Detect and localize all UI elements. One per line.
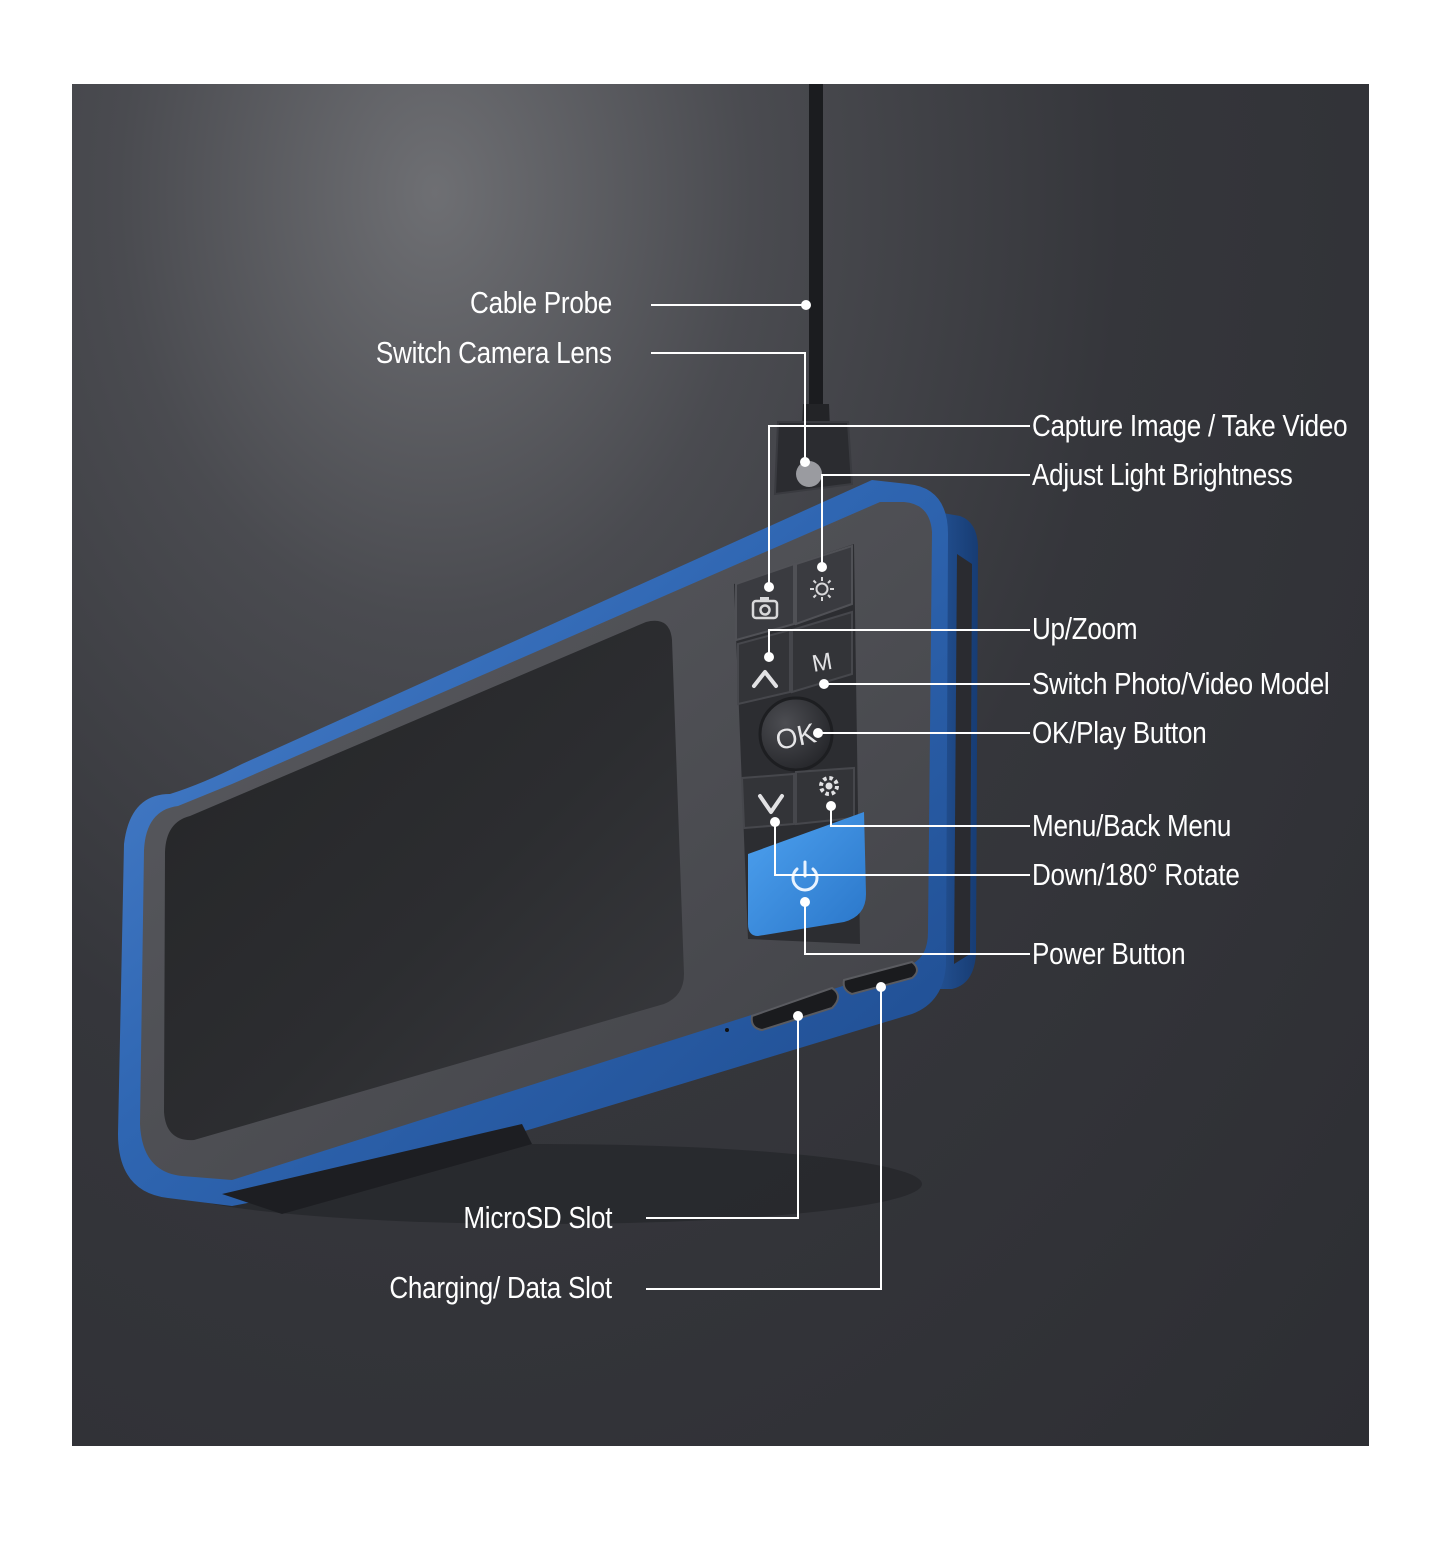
leader-brightness <box>821 474 1030 567</box>
sun-icon <box>810 577 834 601</box>
brightness-button[interactable] <box>795 544 853 626</box>
label-charging-data-slot: Charging/ Data Slot <box>389 1270 613 1305</box>
up-chevron-icon <box>752 670 778 688</box>
down-chevron-icon <box>758 794 784 814</box>
switch-lens-knob[interactable] <box>796 461 822 487</box>
leader-capture <box>768 425 1030 587</box>
display-screen <box>164 620 684 1141</box>
label-ok-play-button: OK/Play Button <box>1032 715 1207 750</box>
label-cable-probe: Cable Probe <box>470 285 612 320</box>
charging-data-slot[interactable] <box>842 960 918 996</box>
label-switch-camera-lens: Switch Camera Lens <box>376 335 612 370</box>
cable-probe-wire <box>809 84 823 429</box>
down-rotate-button[interactable] <box>740 772 795 830</box>
device-side-dark-edge <box>954 554 972 964</box>
status-pinhole <box>725 1028 729 1032</box>
leader-power <box>804 902 1030 955</box>
leader-menu <box>830 806 1030 827</box>
label-down-180-rotate: Down/180° Rotate <box>1032 857 1240 892</box>
device-diagram: M OK <box>118 84 1030 1290</box>
microsd-slot[interactable] <box>750 986 839 1032</box>
leader-lines <box>646 304 1030 1290</box>
label-power-button: Power Button <box>1032 936 1186 971</box>
leader-dots <box>764 300 886 1021</box>
diagram-panel: M OK <box>72 84 1369 1446</box>
leader-charging <box>646 987 882 1290</box>
label-adjust-light-brightness: Adjust Light Brightness <box>1032 457 1293 492</box>
label-menu-back-menu: Menu/Back Menu <box>1032 808 1232 843</box>
mode-m-text: M <box>810 648 834 678</box>
label-up-zoom: Up/Zoom <box>1032 611 1138 646</box>
gear-icon <box>819 776 839 796</box>
leader-up-zoom <box>768 629 1030 657</box>
label-capture-image-take-video: Capture Image / Take Video <box>1032 408 1348 443</box>
device-bottom-grip <box>222 1124 532 1214</box>
header-cut-off <box>0 0 1439 12</box>
leader-down <box>774 822 1030 876</box>
label-switch-photo-video-model: Switch Photo/Video Model <box>1032 666 1330 701</box>
mode-button[interactable] <box>791 610 853 694</box>
up-zoom-button[interactable] <box>737 628 791 706</box>
label-microsd-slot: MicroSD Slot <box>463 1200 612 1235</box>
leader-microsd <box>646 1016 799 1219</box>
camera-icon <box>751 597 779 620</box>
menu-back-button[interactable] <box>795 766 855 826</box>
